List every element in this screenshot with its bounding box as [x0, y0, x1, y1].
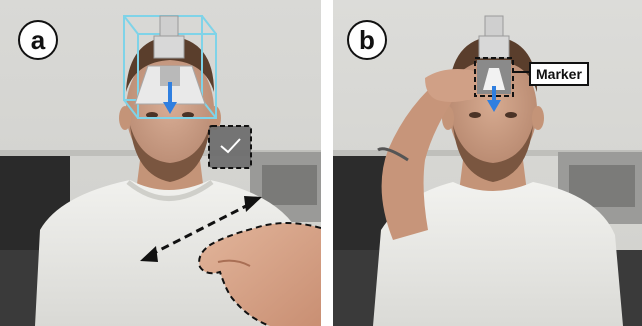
marker-label: Marker	[529, 62, 589, 86]
panel-a: a	[0, 0, 321, 326]
direction-arrow	[487, 86, 501, 112]
panel-label-a: a	[18, 20, 58, 60]
checkmark-icon	[220, 138, 241, 154]
drag-gesture-arrow	[140, 196, 262, 262]
panel-label-b: b	[347, 20, 387, 60]
virtual-device-model	[478, 15, 510, 59]
pinching-hand	[198, 222, 321, 326]
direction-arrow	[163, 82, 177, 114]
panel-b-photo	[333, 0, 642, 326]
done-button[interactable]	[208, 125, 252, 169]
panel-a-photo	[0, 0, 321, 326]
panel-b: b Marker	[333, 0, 642, 326]
